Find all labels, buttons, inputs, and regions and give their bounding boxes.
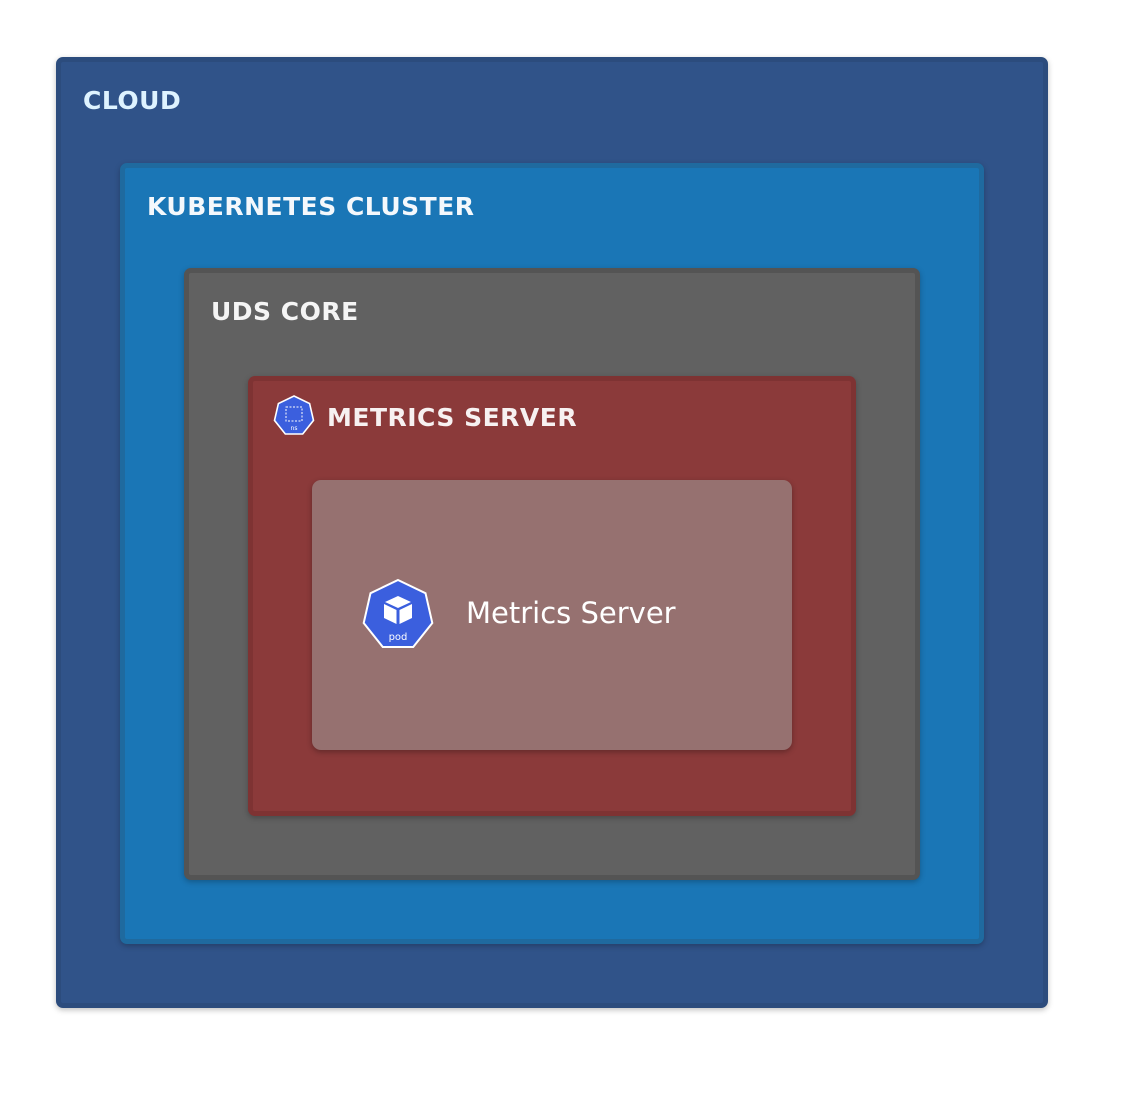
pod-label: Metrics Server	[466, 596, 676, 630]
pod-card: pod Metrics Server	[312, 480, 792, 750]
uds-core-label: UDS CORE	[211, 297, 359, 326]
cloud-label: CLOUD	[83, 86, 182, 115]
namespace-icon: ns	[273, 395, 315, 435]
pod-icon-text: pod	[389, 632, 408, 643]
namespace-label: METRICS SERVER	[327, 403, 578, 432]
cluster-label: KUBERNETES CLUSTER	[147, 192, 475, 221]
pod-icon: pod	[362, 578, 434, 648]
namespace-icon-text: ns	[291, 425, 298, 432]
